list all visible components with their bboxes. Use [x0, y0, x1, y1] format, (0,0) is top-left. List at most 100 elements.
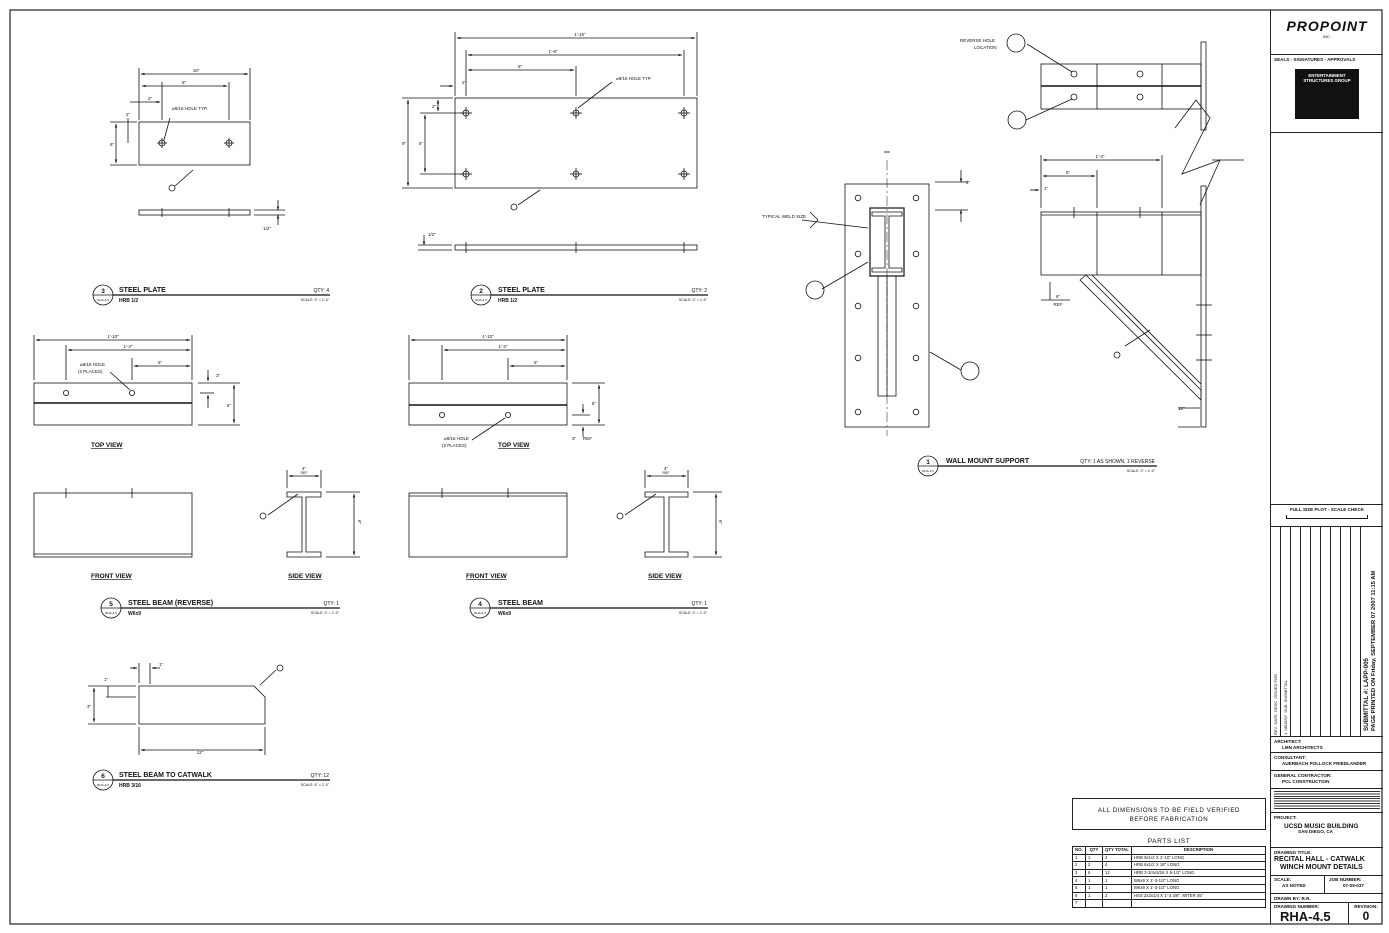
drawing-title-line-1: RECITAL HALL - CATWALK [1274, 855, 1365, 863]
d4-flange-ref: REF [663, 471, 670, 475]
parts-list-block: ALL DIMENSIONS TO BE FIELD VERIFIED BEFO… [1072, 798, 1268, 924]
scale-job-cell: SCALE: AS NOTED JOB NUMBER: 07-05-037 [1271, 876, 1383, 894]
d4-dim-spacing: 5" [534, 360, 539, 365]
parts-cell: 2 [1072, 861, 1086, 870]
d6-dim-w: 12" [197, 750, 204, 755]
d1-dim-offset: 3" [966, 180, 971, 185]
d2-subtitle: HRB 1/2 [498, 298, 517, 304]
d3-dim-edge: 2" [148, 96, 153, 101]
seal-area: SEALS - SIGNATURES - APPROVALS ENTERTAIN… [1271, 55, 1383, 133]
table-row: 7 [1072, 899, 1267, 908]
drawn-by-value: R.R. [1301, 896, 1311, 901]
detail-4-top-view [408, 335, 605, 441]
drawing-title-label: DRAWING TITLE: [1274, 850, 1312, 855]
parts-cell: HRB 9x1/2 X 1'-10" LONG [1130, 853, 1267, 863]
detail-1-drawing [801, 33, 1244, 436]
d6-scale: SCALE: 6" = 1'-0" [301, 783, 330, 787]
parts-cell: W6x9 X 1'-3-1/2" LONG [1130, 876, 1267, 885]
d4-number: 4 [478, 601, 482, 608]
d3-subtitle: HRB 1/2 [119, 298, 138, 304]
rev-header-issued: ISSUED FOR [1273, 674, 1278, 699]
logo-area: PROPOINT INC. [1271, 10, 1383, 55]
job-box: JOB NUMBER: 07-05-037 [1326, 876, 1382, 893]
parts-cell: 3 [1072, 868, 1086, 878]
revision-grid [1271, 527, 1361, 736]
field-verify-note: ALL DIMENSIONS TO BE FIELD VERIFIED BEFO… [1072, 798, 1266, 830]
d2-qty: QTY: 2 [691, 288, 707, 294]
company-logo-sub: INC. [1323, 34, 1331, 39]
rev-entry: 1 08/15/07 SUB SUBMITTAL [1283, 680, 1288, 735]
d5-scale: SCALE: 3" = 1'-0" [311, 611, 340, 615]
parts-cell: 1 [1085, 853, 1103, 863]
d5-side-view-label: SIDE VIEW [288, 573, 322, 580]
d1-dim-f: 12" [1178, 406, 1185, 411]
d3-qty: QTY: 4 [313, 288, 329, 294]
detail-2-plate-drawing [402, 32, 698, 253]
rev-entry-desc: SUB [1283, 704, 1288, 713]
d4-subtitle: W6x9 [498, 611, 511, 617]
d4-hole-places: (2 PLACES) [442, 443, 467, 448]
scale-value: AS NOTED [1282, 882, 1306, 888]
parts-cell: 2 [1102, 853, 1132, 863]
parts-cell: 6 [1072, 891, 1086, 901]
project-cell: PROJECT: UCSD MUSIC BUILDING SAN DIEGO, … [1271, 813, 1383, 848]
d5-subtitle: W6x9 [128, 611, 141, 617]
parts-cell: 1 [1102, 876, 1132, 885]
drawn-by-label: DRAWN BY: [1274, 896, 1301, 901]
d6-qty: QTY: 12 [311, 773, 330, 779]
parts-cell: 12 [1102, 868, 1132, 878]
scale-check-label: FULL SIZE PLOT - SCALE CHECK [1290, 507, 1364, 512]
parts-header-qty: QTY [1085, 846, 1103, 855]
disclaimer-block [1274, 791, 1380, 809]
d1-dim-d: 6" [1056, 294, 1061, 299]
d2-scale: SCALE: 3" = 1'-0" [679, 298, 708, 302]
page-printed: PAGE PRINTED ON Friday, SEPTEMBER 07 200… [1371, 570, 1377, 731]
d6-number: 6 [101, 773, 105, 780]
parts-header-desc: DESCRIPTION [1130, 846, 1267, 855]
drawing-number-label: DRAWING NUMBER: [1274, 904, 1320, 909]
d3-title: STEEL PLATE [119, 287, 166, 294]
project-name: UCSD MUSIC BUILDING [1284, 822, 1359, 830]
parts-cell: W6x9 X 1'-3-1/2" LONG [1130, 883, 1267, 893]
drawing-title-line-2: WINCH MOUNT DETAILS [1280, 863, 1363, 871]
parts-cell [1102, 899, 1132, 908]
d4-qty: QTY: 1 [691, 601, 707, 607]
d4-dim-height: 6" [592, 401, 597, 406]
project-city: SAN DIEGO, CA [1298, 829, 1333, 835]
d5-dim-holes: 1'-3" [124, 344, 133, 349]
d4-side-view-label: SIDE VIEW [648, 573, 682, 580]
title-block: PROPOINT INC. SEALS - SIGNATURES - APPRO… [1270, 10, 1383, 924]
d4-dim-depth: 6" [718, 520, 723, 525]
d3-number: 3 [101, 288, 105, 295]
d1-number: 1 [926, 459, 930, 466]
drawing-title-cell: DRAWING TITLE: RECITAL HALL - CATWALK WI… [1271, 848, 1383, 876]
d3-scale: SCALE: 3" = 1'-0" [301, 298, 330, 302]
job-value: 07-05-037 [1343, 882, 1364, 888]
consultant-name: AUERBACH POLLOCK FRIEDLANDER [1282, 760, 1367, 766]
d3-hole-note: ⌀9/16 HOLE TYP. [172, 106, 208, 111]
d3-dim-width: 18" [193, 68, 200, 73]
d1-dim-a: 1'-3" [1096, 154, 1105, 159]
parts-cell: 1 [1102, 883, 1132, 893]
d2-hole-note: ⌀9/16 HOLE TYP. [616, 76, 652, 81]
d6-subtitle: HRB 3/16 [119, 783, 141, 789]
d5-dim-flange: 4" [302, 466, 307, 471]
d5-hole-note: ⌀9/16 HOLE [80, 362, 105, 367]
parts-cell: 5 [1072, 883, 1086, 893]
gc-label: GENERAL CONTRACTOR: [1274, 773, 1332, 778]
d5-ref: RHA-4.5 [105, 611, 117, 615]
disclaimer-cell [1271, 789, 1383, 813]
parts-cell: HSS 2x2x1/4 X 1'-3 3/8", MITER 45° [1130, 891, 1267, 901]
submittal-number: SUBMITTAL #: LAPP-005 [1363, 658, 1370, 731]
d6-dim-b: 1" [104, 677, 109, 682]
d2-number: 2 [479, 288, 483, 295]
d3-dim-edge2: 2" [126, 112, 131, 117]
parts-header-total: QTY TOTAL [1102, 846, 1132, 855]
d2-dim-edge-v: 2" [432, 104, 437, 109]
detail-3-plate-drawing [110, 68, 285, 225]
d3-dim-holes: 8" [182, 80, 187, 85]
